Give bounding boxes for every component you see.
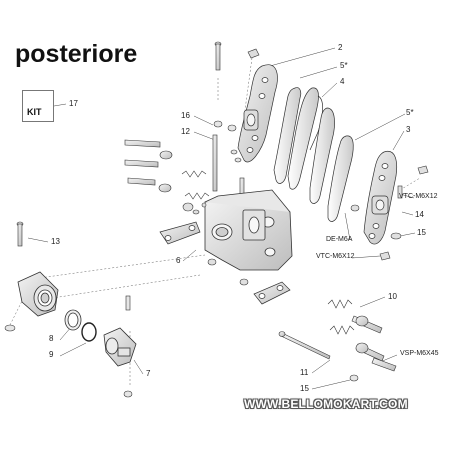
left-springs: [181, 170, 210, 200]
callout-2: 2: [338, 43, 343, 52]
top-bolt: [247, 48, 260, 59]
brake-pad-3: [309, 107, 335, 204]
callout-15b: 15: [300, 384, 309, 393]
callout-vtc-1: VTC-M6X12: [399, 193, 438, 200]
callout-14: 14: [415, 210, 424, 219]
callout-de: DE-M6A: [326, 236, 353, 243]
callout-16: 16: [181, 111, 190, 120]
callout-vtc-2: VTC-M6X12: [316, 253, 355, 260]
small-bolts-body: [182, 202, 249, 286]
right-springs: [327, 299, 355, 335]
callout-9: 9: [49, 350, 54, 359]
left-pins: [124, 139, 173, 193]
piston-seal: [64, 309, 82, 331]
leader-lines: [27, 47, 416, 390]
callout-13: 13: [51, 237, 60, 246]
callout-10: 10: [388, 292, 397, 301]
callout-12: 12: [181, 127, 190, 136]
washers-top: [213, 120, 242, 163]
callout-7: 7: [146, 369, 151, 378]
piston-housing: [17, 271, 59, 317]
callout-6: 6: [176, 256, 181, 265]
piston: [103, 327, 137, 367]
callout-vsp: VSP-M6X45: [400, 350, 439, 357]
brake-pad-4: [327, 135, 354, 222]
kit-icon: [22, 90, 54, 122]
kit-label: KIT: [27, 107, 42, 117]
callout-5b: 5*: [406, 108, 414, 117]
top-pin: [214, 41, 222, 71]
brake-pad-1: [273, 87, 302, 184]
right-screws: [350, 165, 429, 261]
callout-15a: 15: [417, 228, 426, 237]
callout-11: 11: [300, 368, 309, 377]
cover-plate: [253, 281, 291, 305]
long-bolt: [278, 331, 331, 360]
o-ring: [81, 322, 97, 342]
callout-5a: 5*: [340, 61, 348, 70]
left-screw: [16, 221, 24, 247]
washer-bottom: [349, 374, 359, 382]
caliper-plate-left: [237, 64, 278, 163]
website-watermark: WWW.BELLOMOKART.COM: [244, 397, 408, 411]
callout-8: 8: [49, 334, 54, 343]
right-pins: [351, 315, 397, 372]
callout-17: 17: [69, 99, 78, 108]
callout-3: 3: [406, 125, 411, 134]
callout-4: 4: [340, 77, 345, 86]
caliper-bracket: [159, 221, 201, 245]
caliper-body: [204, 189, 293, 271]
small-parts-bottom-left: [4, 295, 133, 398]
caliper-plate-right: [363, 150, 398, 245]
page-title: posteriore: [15, 40, 138, 68]
